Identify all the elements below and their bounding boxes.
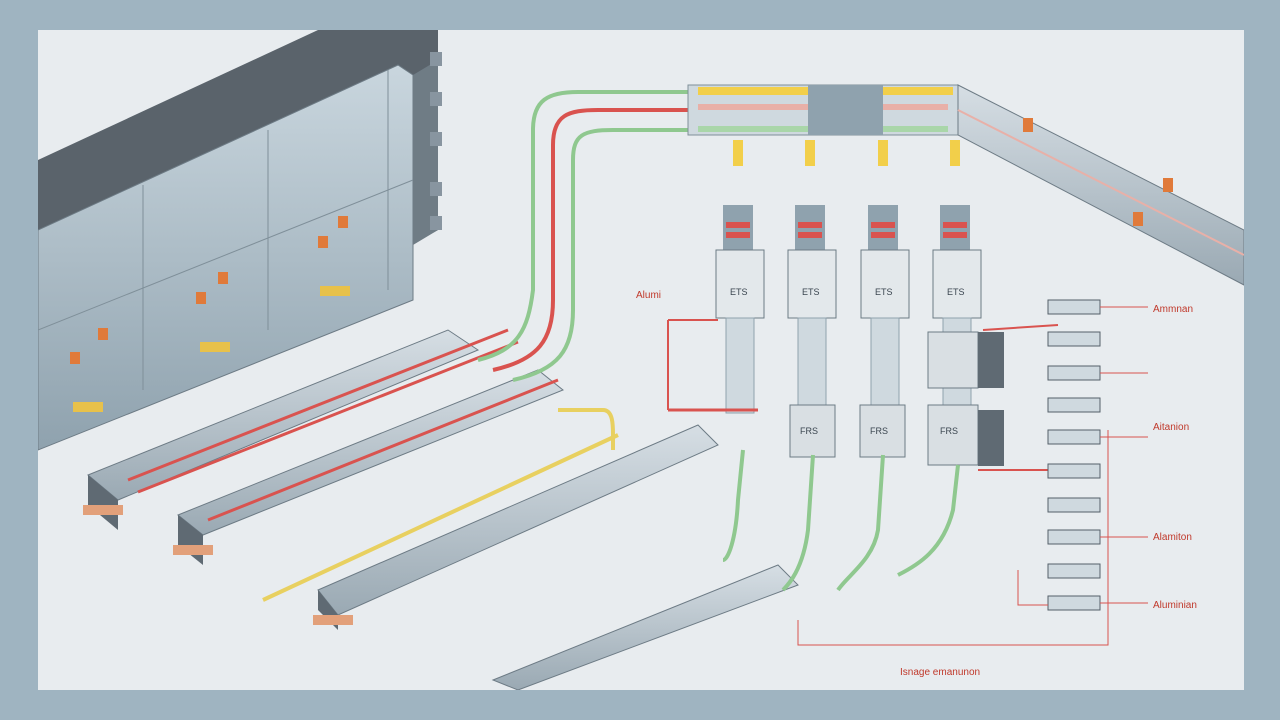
panel-tag-3: FRS: [940, 426, 958, 436]
left-label: Alumi: [636, 290, 661, 301]
breaker-module-2: [787, 140, 837, 414]
right-top-label: Ammnan: [1153, 304, 1193, 315]
top-busway: [687, 84, 1244, 286]
right-bottom-label: Aluminian: [1153, 600, 1197, 611]
diagram-canvas: ETS ETS ETS ETS FRS FRS FRS: [38, 30, 1244, 690]
module-tag-1: ETS: [730, 287, 748, 297]
connector-column: [797, 299, 1148, 646]
busbar-trunks: [83, 328, 799, 690]
right-low-label: Alamiton: [1153, 532, 1192, 543]
breaker-module-3: [860, 140, 910, 414]
busbar-diagram: ETS ETS ETS ETS FRS FRS FRS: [38, 30, 1244, 690]
module-tag-3: ETS: [875, 287, 893, 297]
wall-enclosure: [38, 30, 442, 451]
module-tag-2: ETS: [802, 287, 820, 297]
riser-conduits: [477, 90, 688, 450]
panel-tag-1: FRS: [800, 426, 818, 436]
breaker-module-1: [715, 140, 765, 414]
breaker-modules: ETS ETS ETS ETS: [715, 140, 982, 414]
panel-tag-2: FRS: [870, 426, 888, 436]
bottom-label: Isnage emanunon: [900, 667, 980, 678]
lower-conduits: [667, 319, 1059, 592]
module-tag-4: ETS: [947, 287, 965, 297]
right-mid-label: Aitanion: [1153, 422, 1189, 433]
